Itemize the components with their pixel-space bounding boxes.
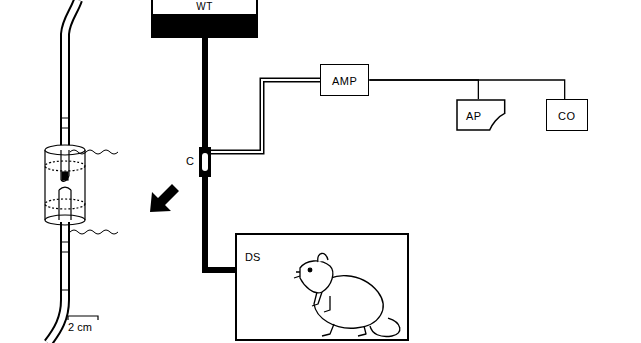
enlarged-tube [60,118,70,290]
scale-label: 2 cm [67,321,93,334]
connector-group [205,38,206,147]
water-tank: WT [151,0,258,38]
rat [322,324,366,336]
sensor-cylinder [62,172,68,180]
enlarged-tube [48,222,65,343]
sensor-cylinder [59,187,71,220]
rat [294,272,300,278]
sensor-cylinder [61,150,69,181]
electrode-wire [70,230,118,234]
pointer-arrow [150,184,179,212]
recorder-outline [457,100,505,130]
electrode-wire [70,150,118,234]
counter-box: CO [546,99,588,131]
signal-wire [369,80,478,99]
recorder-box: AP [456,99,506,131]
cable-core [211,80,320,152]
tube-label: DS [244,251,261,264]
cage [236,234,408,340]
enlarged-tube [48,222,65,343]
connector-group [211,80,320,152]
cell-window [202,153,208,171]
sensor-cylinder [45,215,85,225]
enlarged-tube [65,0,78,148]
sensor-cylinder [45,150,85,220]
scale-bar [68,316,98,320]
signal-wire [369,80,564,99]
water-tube [202,38,208,147]
node-label: CO [558,110,576,122]
node-label: AMP [332,75,357,87]
connector-group [369,80,564,99]
electrode-wire [70,150,118,154]
amplifier-box: AMP [320,64,369,96]
enlarged-tube [48,0,78,343]
cage [236,234,408,340]
sensor-cylinder [45,199,85,209]
sensor-cell: C [199,147,211,177]
node-label: C [186,155,194,168]
sensor-cylinder [45,161,85,171]
connector-group [369,80,478,99]
node-label: WT [153,0,256,13]
pointer-arrow [150,184,179,212]
node-label: AP [466,110,482,122]
sensor-cylinder [45,145,85,155]
scale-bar [68,316,98,320]
rat [312,292,330,312]
rat [318,253,328,262]
rat [294,253,400,336]
rat [300,261,333,293]
sensor-cylinder [45,145,85,225]
signal-cable [211,80,320,152]
rat [308,268,312,272]
enlarged-tube [65,0,78,148]
